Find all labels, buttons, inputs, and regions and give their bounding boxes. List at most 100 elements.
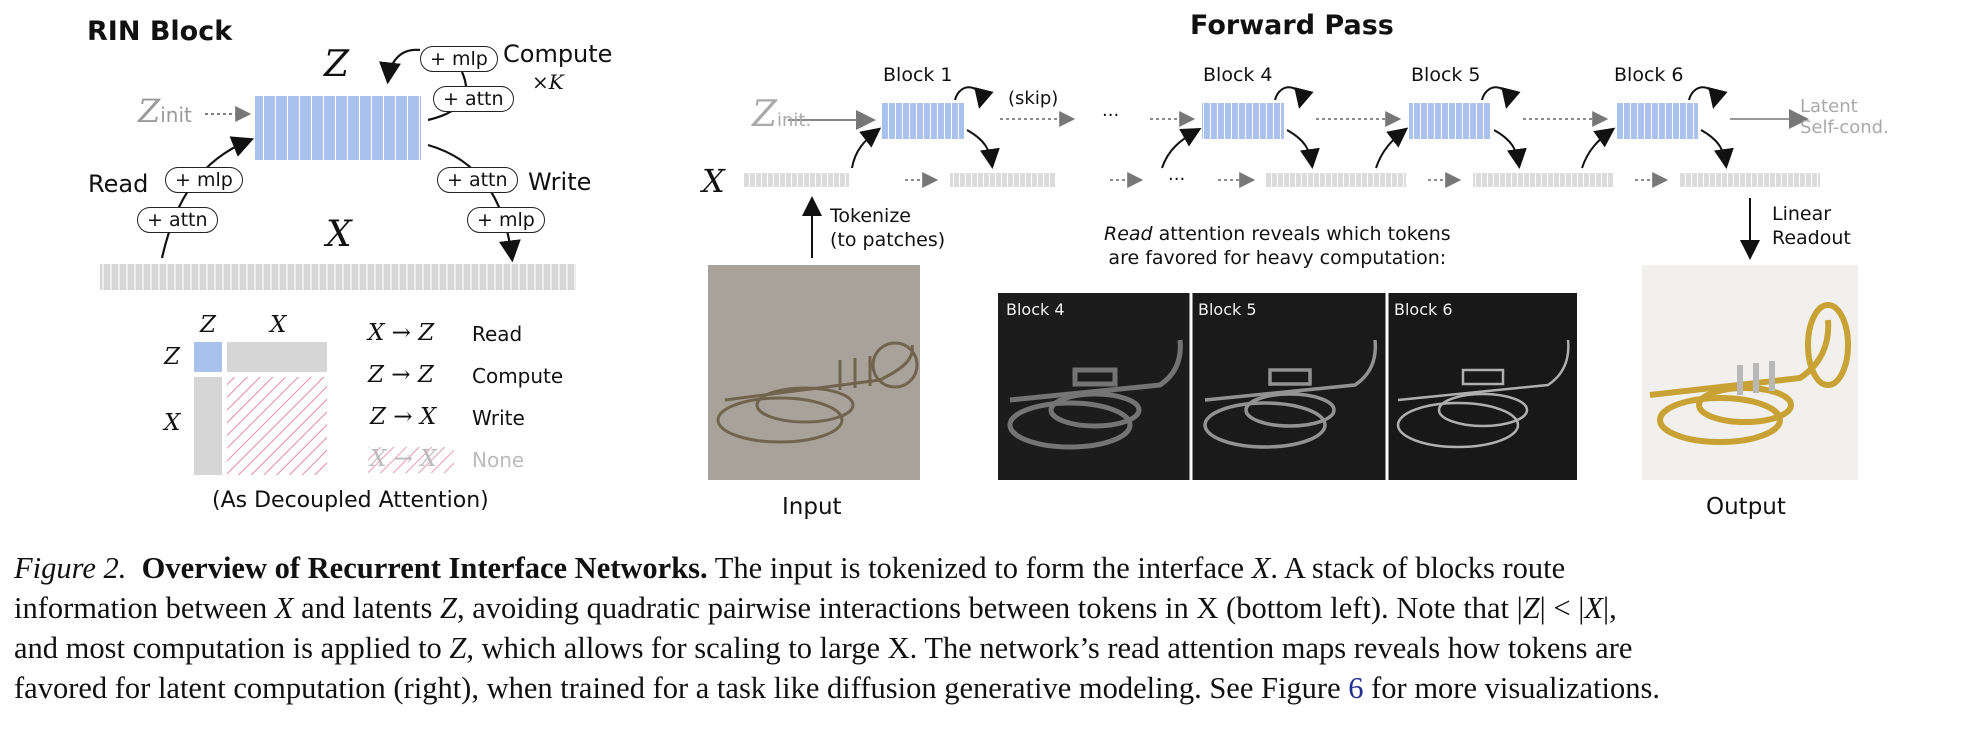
block4-latents [1202, 103, 1284, 139]
rin-z-init: Zinit [138, 92, 192, 130]
fp-write-4 [1286, 129, 1320, 169]
fp-write-6 [1700, 129, 1734, 169]
legend-name-3: None [472, 448, 525, 472]
compute-mlp-pill: + mlp [420, 46, 498, 72]
caption-z-1: Z [440, 591, 457, 625]
tokenize-label: Tokenize (to patches) [830, 204, 945, 252]
fp-read-6 [1581, 127, 1616, 169]
tokens-1 [950, 173, 1056, 187]
caption-line-3: and most computation is applied to Z, wh… [14, 628, 1974, 668]
block6-latents [1616, 103, 1698, 139]
rin-token-bar [100, 264, 576, 290]
read-note: Read attention reveals which tokens are … [1104, 222, 1451, 270]
figure-6-link[interactable]: 6 [1348, 671, 1364, 705]
selfcond-line-1: Latent [1800, 96, 1858, 117]
read-note-italic: Read [1104, 223, 1153, 245]
write-attn-pill: + attn [437, 167, 518, 193]
tokenize-line-1: Tokenize [830, 205, 912, 227]
block-4-label: Block 4 [1203, 64, 1273, 86]
latent-ellipsis: ... [1102, 100, 1120, 121]
caption-seg11: for more visualizations. [1363, 671, 1660, 705]
output-trumpet [1649, 302, 1851, 445]
caption-seg1: The input is tokenized to form the inter… [707, 551, 1252, 585]
caption-title: Overview of Recurrent Interface Networks… [141, 551, 708, 585]
output-image-bg [1642, 265, 1858, 480]
caption-line-4: favored for latent computation (right), … [14, 668, 1974, 708]
caption-seg4: and latents [293, 591, 441, 625]
none-hatch [368, 447, 454, 473]
attn-map-6 [1387, 293, 1577, 480]
caption-line-1: Figure 2. Overview of Recurrent Interfac… [14, 548, 1974, 588]
skip-label: (skip) [1008, 88, 1059, 109]
figure-caption: Figure 2. Overview of Recurrent Interfac… [14, 548, 1974, 708]
legend-name-2: Write [472, 406, 525, 430]
caption-seg6: | < | [1539, 591, 1585, 625]
block1-loop [954, 86, 994, 109]
attn-trumpet-4 [1007, 339, 1183, 450]
forward-pass-title: Forward Pass [1190, 10, 1394, 41]
rin-z-label: Z [324, 44, 350, 85]
readout-line-1: Linear [1772, 203, 1832, 225]
fig-label: Figure 2. [14, 551, 127, 585]
caption-seg3: information between [14, 591, 275, 625]
tokens-5 [1473, 173, 1613, 187]
block6-loop [1688, 86, 1728, 109]
matrix-zz [194, 342, 222, 372]
caption-seg5: , avoiding quadratic pairwise interactio… [457, 591, 1523, 625]
block5-latents [1409, 103, 1491, 139]
read-note-rest: attention reveals which tokens [1152, 223, 1451, 245]
rin-latent-block [255, 96, 421, 160]
fp-zinit-label: Zinit. [752, 94, 811, 135]
read-label: Read [88, 170, 149, 198]
times-k-label: ×K [532, 70, 564, 94]
tokens-6 [1680, 173, 1820, 187]
matrix-col-z: Z [200, 312, 216, 338]
caption-seg9: , which allows for scaling to large X. T… [466, 631, 1633, 665]
fp-write-1 [966, 129, 1000, 169]
attn-trumpet-6 [1396, 339, 1570, 449]
latent-selfcond-label: Latent Self-cond. [1800, 96, 1889, 138]
matrix-col-x: X [270, 312, 287, 338]
block-1-label: Block 1 [883, 64, 953, 86]
legend-name-1: Compute [472, 364, 564, 388]
caption-z-3: Z [449, 631, 467, 665]
caption-seg10: favored for latent computation (right), … [14, 671, 1349, 705]
read-attn-pill: + attn [137, 207, 218, 233]
matrix-zx [227, 342, 327, 372]
input-image-bg [708, 265, 920, 480]
read-arrow [160, 136, 255, 259]
fp-read-1 [851, 127, 882, 169]
legend-math-1: Z → Z [368, 362, 434, 388]
attn-label-6: Block 6 [1394, 300, 1453, 319]
write-label: Write [528, 168, 592, 196]
tokens-4 [1266, 173, 1406, 187]
caption-x-1: X [1251, 551, 1271, 585]
attn-map-5 [1191, 293, 1387, 480]
read-note-line2: are favored for heavy computation: [1108, 247, 1447, 269]
legend-math-0: X → Z [368, 320, 435, 346]
read-mlp-pill: + mlp [165, 167, 243, 193]
caption-z-2: Z [1522, 591, 1540, 625]
matrix-row-x: X [164, 410, 181, 436]
attn-label-4: Block 4 [1006, 300, 1065, 319]
legend-name-0: Read [472, 322, 523, 346]
block-6-label: Block 6 [1614, 64, 1684, 86]
linear-readout-label: Linear Readout [1772, 202, 1851, 250]
fp-read-5 [1375, 127, 1409, 169]
rin-x-label: X [326, 214, 352, 255]
matrix-xx [227, 377, 327, 475]
caption-seg2: . A stack of blocks route [1270, 551, 1566, 585]
rin-zinit-sub: init [160, 103, 192, 127]
tokenize-line-2: (to patches) [830, 229, 946, 251]
input-trumpet [716, 341, 919, 444]
output-label: Output [1706, 494, 1786, 520]
block5-loop [1481, 86, 1521, 109]
caption-x-2: X [274, 591, 294, 625]
compute-attn-pill: + attn [433, 86, 514, 112]
decoupled-caption: (As Decoupled Attention) [212, 488, 489, 513]
input-label: Input [782, 494, 842, 520]
block4-loop [1274, 86, 1314, 109]
rin-block-title: RIN Block [87, 16, 233, 47]
legend-math-2: Z → X [370, 404, 437, 430]
